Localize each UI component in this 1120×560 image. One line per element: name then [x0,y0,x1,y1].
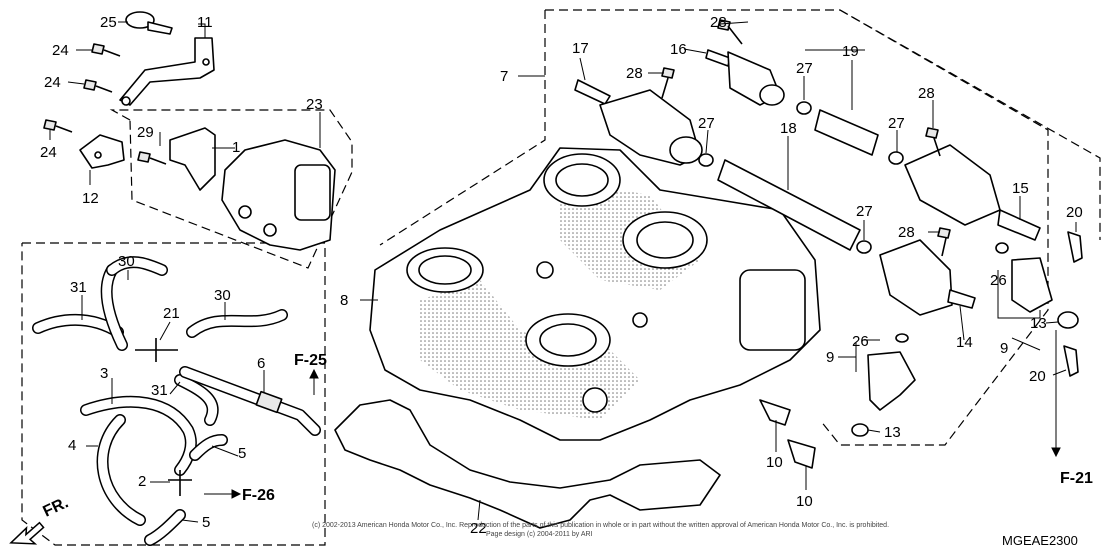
callout-18: 18 [780,120,797,137]
callout-8: 8 [340,292,348,309]
leader-lines [49,21,1077,523]
callout-2: 2 [138,473,146,490]
callout-9-a: 9 [1000,340,1008,357]
callout-16: 16 [670,41,687,58]
callout-19: 19 [842,43,859,60]
gasket-22 [334,399,721,529]
front-direction-arrow: FR. [9,494,72,545]
reference-f21: F-21 [1060,470,1093,487]
callout-13-a: 13 [1030,315,1047,332]
throttle-position-sensor-23 [221,139,336,251]
callout-31-a: 31 [70,279,87,296]
copyright-notice: (c) 2002-2013 American Honda Motor Co., … [312,522,889,529]
callout-24-b: 24 [44,74,61,91]
callout-3: 3 [100,365,108,382]
callout-5-b: 5 [202,514,210,531]
diagram-code: MGEAE2300 [1002,533,1078,548]
callout-29: 29 [137,124,154,141]
callout-7: 7 [500,68,508,85]
callout-27-c: 27 [888,115,905,132]
mounting-bracket-11 [119,37,215,106]
callout-4: 4 [68,437,76,454]
callout-28-d: 28 [898,224,915,241]
callout-1: 1 [232,139,240,156]
screw-29 [137,151,167,165]
sensor-plate-1 [169,127,216,191]
callout-22: 22 [470,520,487,537]
three-way-joints [135,338,192,496]
callout-17: 17 [572,40,589,57]
callout-10-b: 10 [796,493,813,510]
callout-26-b: 26 [852,333,869,350]
callout-15: 15 [1012,180,1029,197]
callout-20-a: 20 [1066,204,1083,221]
callout-10-a: 10 [766,454,783,471]
callout-numbers: 25 11 24 24 24 12 29 1 23 31 30 21 30 6 … [40,14,1093,537]
front-label: FR. [41,494,72,520]
callout-24-a: 24 [52,42,69,59]
callout-27-d: 27 [856,203,873,220]
callout-28-b: 28 [710,14,727,31]
callout-25: 25 [100,14,117,31]
reference-f26: F-26 [242,487,275,504]
callout-21: 21 [163,305,180,322]
sensor-bracket-12 [79,134,125,169]
bolts-24 [43,43,121,133]
callout-30-a: 30 [118,253,135,270]
callout-9-b: 9 [826,349,834,366]
callout-11: 11 [197,14,213,31]
callout-26-a: 26 [990,272,1007,289]
callout-24-c: 24 [40,144,57,161]
callout-27-a: 27 [796,60,813,77]
callout-13-b: 13 [884,424,901,441]
callout-28-c: 28 [918,85,935,102]
page-design-notice: Page design (c) 2004-2011 by ARI [486,531,593,538]
callout-5-a: 5 [238,445,246,462]
callout-28-a: 28 [626,65,643,82]
fuel-rail-parts [574,19,1083,469]
hoses [32,256,321,546]
callout-20-b: 20 [1029,368,1046,385]
throttle-body-assembly [369,147,821,441]
callout-14: 14 [956,334,973,351]
reference-f25: F-25 [294,352,327,369]
callout-23: 23 [306,96,323,113]
callout-31-b: 31 [151,382,168,399]
callout-30-b: 30 [214,287,231,304]
callout-12: 12 [82,190,99,207]
callout-27-b: 27 [698,115,715,132]
hose-clamp-25 [125,11,173,35]
callout-6: 6 [257,355,265,372]
